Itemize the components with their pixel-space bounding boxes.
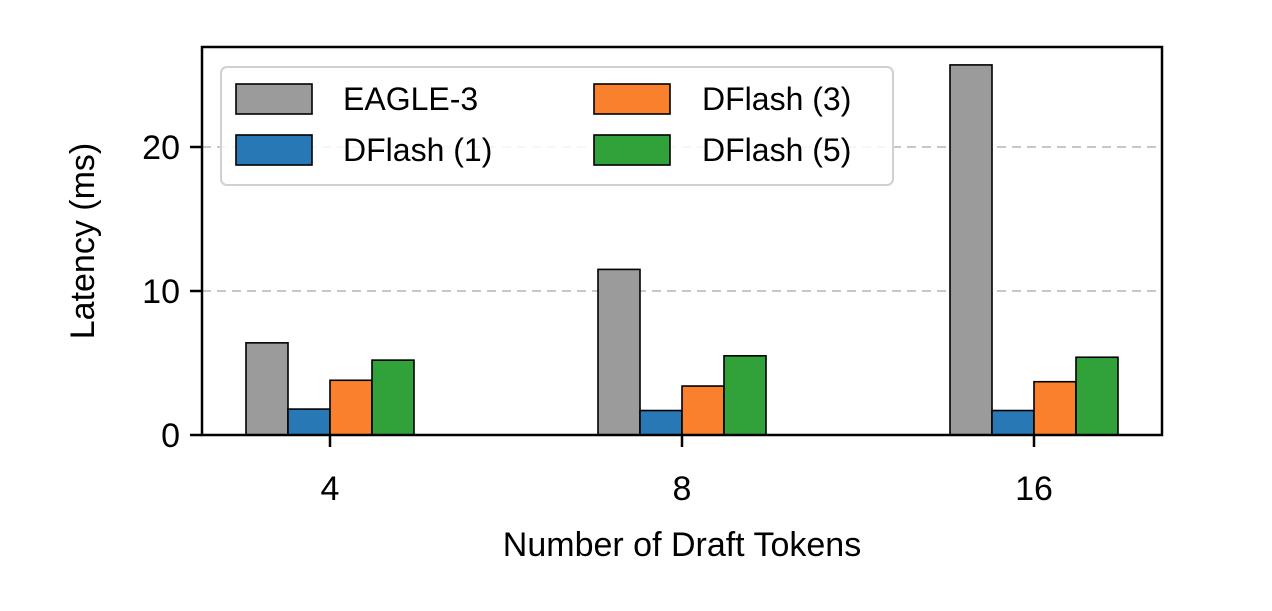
bar [329,379,373,436]
y-axis-title: Latency (ms) [64,143,102,340]
x-tick-label: 16 [1015,470,1053,508]
bar [723,354,767,436]
y-tick-label: 20 [142,129,180,167]
x-tick-label: 4 [321,470,340,508]
bar [245,342,289,436]
legend-label: DFlash (3) [702,81,851,117]
legend-swatch [593,134,671,166]
bar [371,359,415,436]
legend-box [220,66,894,186]
x-axis-title: Number of Draft Tokens [503,526,861,564]
x-axis: 4 8 16 [321,435,1053,508]
bar [1033,380,1077,436]
legend-swatch [235,134,313,166]
bar [949,64,993,436]
legend-label: DFlash (1) [343,132,492,168]
legend-label: DFlash (5) [702,132,851,168]
bar [991,409,1035,436]
bar [681,385,725,436]
y-tick-label: 10 [142,273,180,311]
legend-swatch [235,83,313,115]
legend-label: EAGLE-3 [343,81,478,117]
x-tick-label: 8 [673,470,692,508]
legend-swatch [593,83,671,115]
bar [597,268,641,436]
y-tick-label: 0 [161,417,180,455]
bar [1075,356,1119,436]
bar [639,409,683,436]
y-axis: 0 10 20 [142,129,202,455]
bar [287,408,331,436]
